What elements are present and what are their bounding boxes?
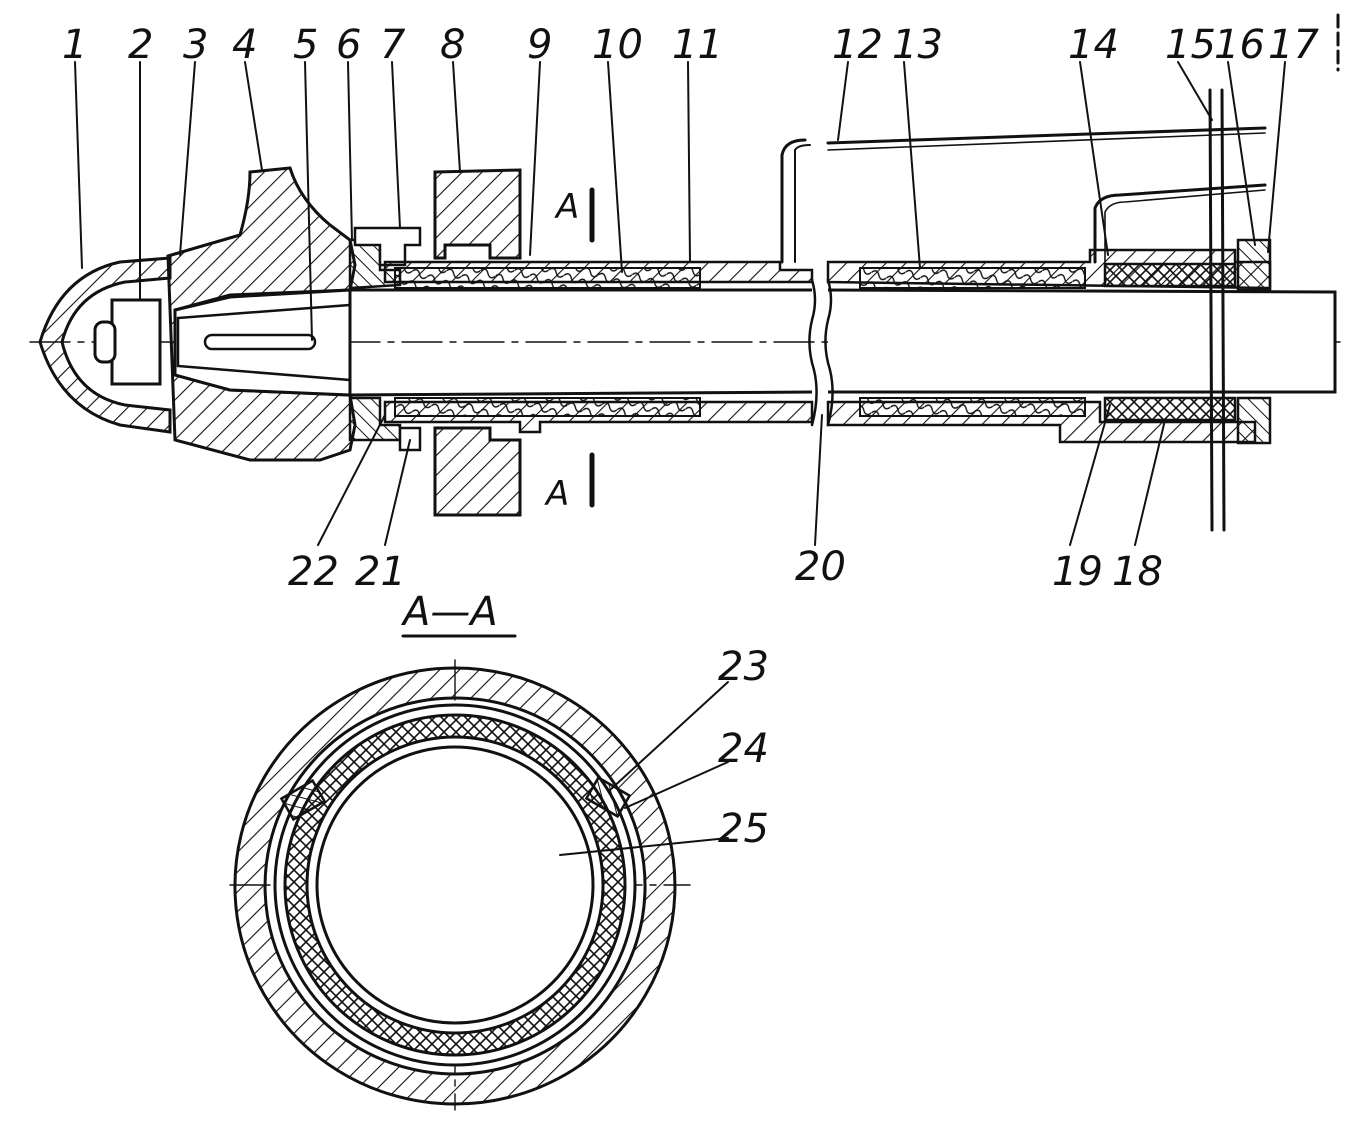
section-mark-top: A bbox=[554, 187, 579, 227]
callouts-bottom: 22 21 20 19 18 bbox=[288, 404, 1166, 595]
callout-21: 21 bbox=[355, 549, 406, 595]
nose-cap bbox=[38, 256, 172, 434]
longitudinal-section: A A 1 2 3 4 5 6 7 8 9 10 11 12 13 14 15 … bbox=[29, 13, 1341, 595]
callout-20: 20 bbox=[795, 544, 846, 590]
callout-1: 1 bbox=[62, 22, 87, 68]
callout-18: 18 bbox=[1112, 549, 1163, 595]
lead-wires bbox=[780, 126, 1267, 264]
callout-17: 17 bbox=[1268, 22, 1319, 68]
callout-11: 11 bbox=[672, 22, 723, 68]
callout-14: 14 bbox=[1068, 22, 1119, 68]
section-title: A—A bbox=[400, 589, 498, 635]
callout-5: 5 bbox=[293, 22, 318, 68]
windings bbox=[394, 267, 1086, 417]
section-mark-bottom: A bbox=[544, 474, 569, 514]
outer-tube-ring bbox=[233, 666, 677, 1106]
callout-12: 12 bbox=[832, 22, 883, 68]
callout-25: 25 bbox=[718, 806, 769, 852]
callout-10: 10 bbox=[592, 22, 643, 68]
callout-16: 16 bbox=[1214, 22, 1265, 68]
callouts-top: 1 2 3 4 5 6 7 8 9 10 11 12 13 14 15 16 1… bbox=[62, 13, 1340, 341]
callout-15: 15 bbox=[1165, 22, 1216, 68]
callout-9: 9 bbox=[527, 22, 552, 68]
callout-3: 3 bbox=[183, 22, 208, 68]
callout-19: 19 bbox=[1052, 549, 1103, 595]
shaft bbox=[348, 278, 1337, 427]
collet bbox=[176, 303, 352, 382]
callout-8: 8 bbox=[440, 22, 465, 68]
gland bbox=[1208, 88, 1272, 532]
cross-section-view: A—A 23 24 25 bbox=[229, 589, 769, 1111]
shaft-section bbox=[315, 745, 595, 1025]
section-cut-marks: A A bbox=[544, 187, 595, 514]
callout-2: 2 bbox=[128, 22, 153, 68]
callout-24: 24 bbox=[718, 726, 769, 772]
callout-22: 22 bbox=[288, 549, 339, 595]
packing bbox=[1103, 262, 1237, 422]
nut bbox=[93, 298, 162, 386]
seal-flanges bbox=[348, 226, 422, 452]
callout-4: 4 bbox=[232, 22, 257, 68]
callout-6: 6 bbox=[336, 22, 361, 68]
wall-plate bbox=[433, 168, 522, 517]
callout-13: 13 bbox=[892, 22, 943, 68]
callout-7: 7 bbox=[380, 22, 406, 68]
